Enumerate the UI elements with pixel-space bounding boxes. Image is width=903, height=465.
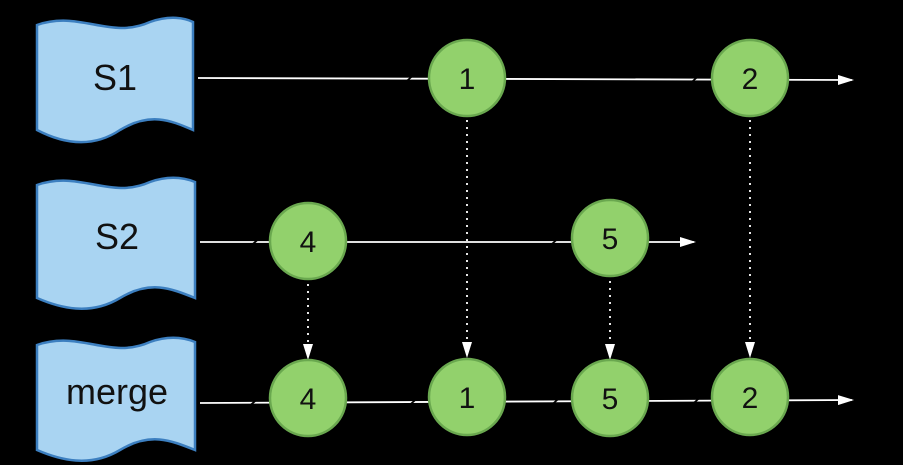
stream-s2-label: S2 [95,216,139,257]
node-label: 1 [459,382,476,415]
stream-s2-gap-tick [544,235,562,251]
stream-s1-flag: S1 [35,16,195,144]
stream-merge-gap-tick [245,394,263,410]
stream-merge-node-2: 2 [710,357,790,437]
stream-s2-flag: S2 [35,176,197,310]
node-label: 4 [300,383,317,416]
node-label: 2 [742,382,759,415]
stream-merge-gap-tick [547,393,565,409]
stream-merge-label: merge [66,371,168,412]
node-label: 5 [602,383,619,416]
stream-merge-node-5: 5 [570,358,650,438]
stream-s1-node-1: 1 [427,38,507,118]
stream-merge-gap-tick [404,394,422,410]
stream-merge-node-4: 4 [268,358,348,438]
stream-merge-node-1: 1 [427,357,507,437]
node-label: 5 [602,223,619,256]
stream-s1-gap-tick [400,71,418,87]
node-label: 4 [300,226,317,259]
node-label: 2 [742,63,759,96]
stream-s2: S2 4 5 [35,176,696,310]
stream-s1-gap-tick [685,72,703,88]
stream-merge-gap-tick [687,393,705,409]
stream-s1-label: S1 [93,57,137,98]
stream-s1-node-2: 2 [710,38,790,118]
projection-arrows [303,120,755,360]
stream-s2-node-5: 5 [570,198,650,278]
stream-merge: merge 4 1 5 2 [35,336,854,462]
node-label: 1 [459,63,476,96]
stream-s2-node-4: 4 [268,201,348,281]
stream-merge-flag: merge [35,336,197,462]
stream-s2-gap-tick [245,235,263,251]
stream-s1: S1 1 2 [35,16,854,144]
